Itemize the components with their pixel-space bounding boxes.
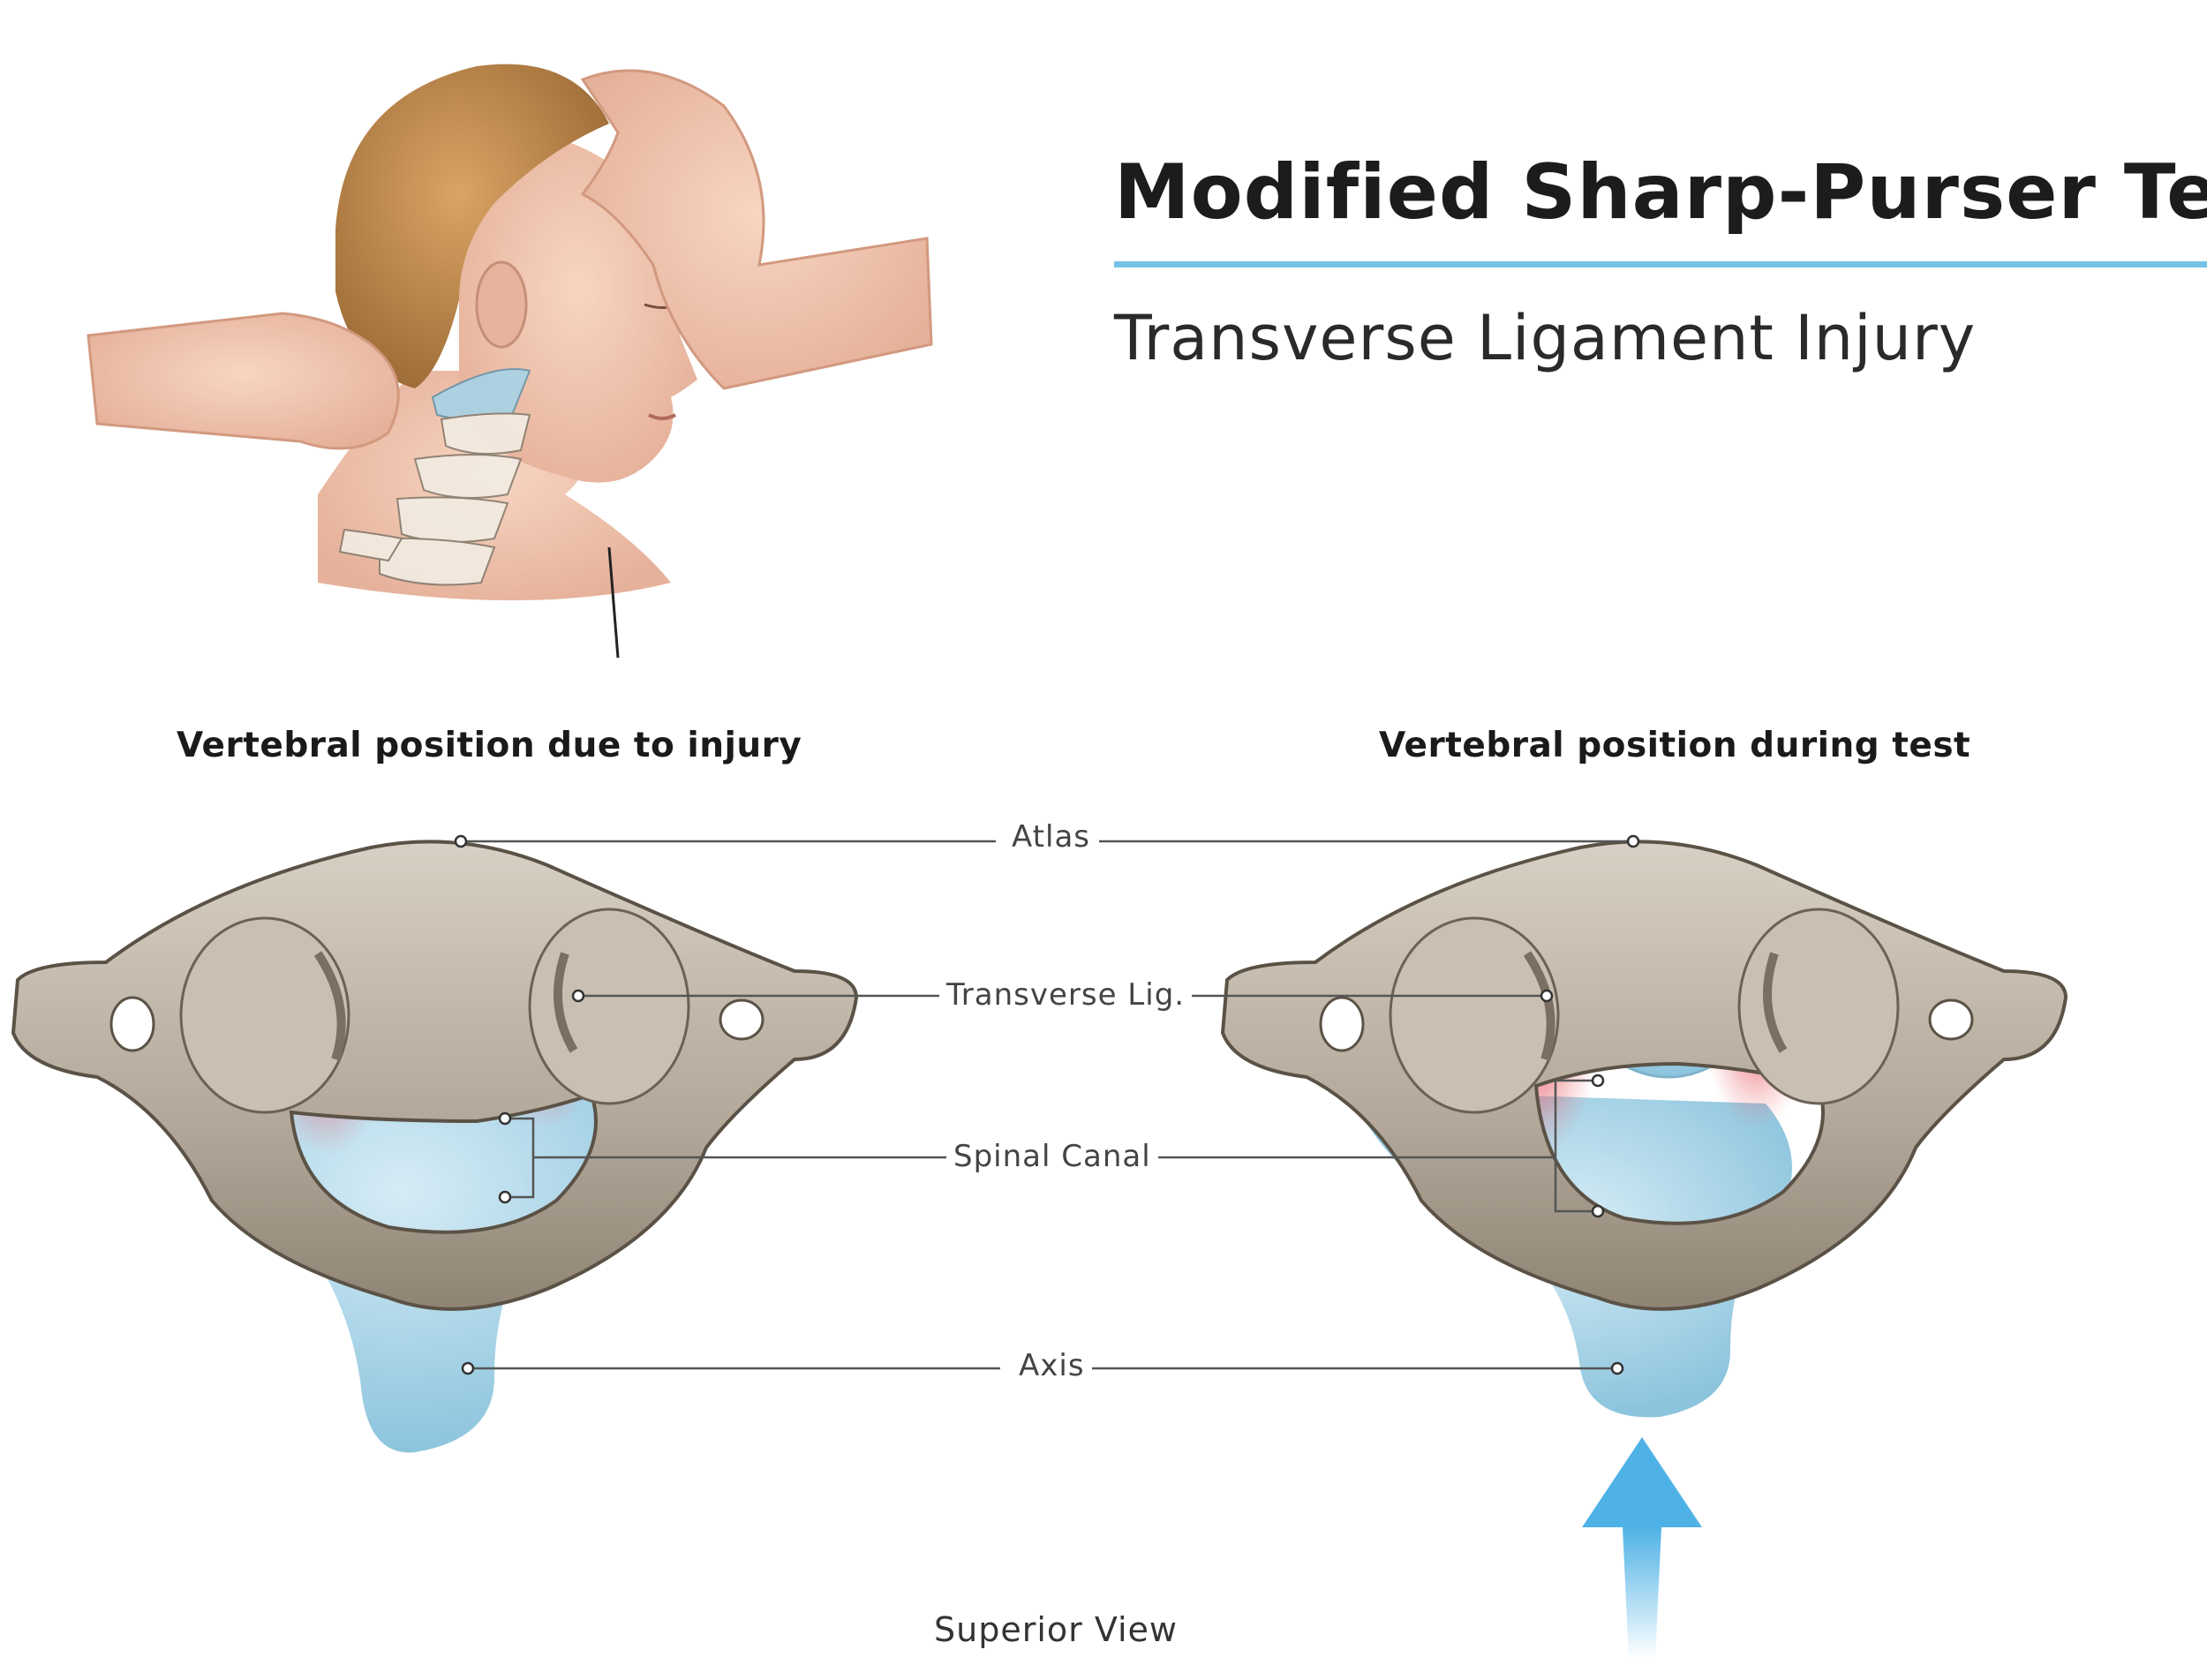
page-title: Modified Sharp-Purser Test [1114, 148, 2207, 237]
label-transverse-lig: Transverse Lig. [939, 977, 1193, 1013]
left-panel-title: Vertebral position due to injury [177, 726, 802, 765]
upward-arrow [1582, 1437, 1702, 1660]
leader-lines [461, 840, 1633, 1370]
cervical-spine [338, 368, 531, 586]
label-spinal-canal: Spinal Canal [946, 1139, 1158, 1174]
footer-view-label: Superior View [934, 1610, 1179, 1649]
right-panel-title: Vertebral position during test [1379, 726, 1971, 765]
vertebra-right [1220, 840, 2068, 1418]
page-subtitle: Transverse Ligament Injury [1114, 302, 1977, 374]
leader-endpoints [454, 834, 1640, 1375]
label-atlas: Atlas [1005, 819, 1097, 855]
label-axis: Axis [1012, 1348, 1092, 1383]
title-underline [1114, 261, 2207, 267]
vertebra-left [11, 840, 859, 1453]
head-illustration [87, 64, 933, 659]
